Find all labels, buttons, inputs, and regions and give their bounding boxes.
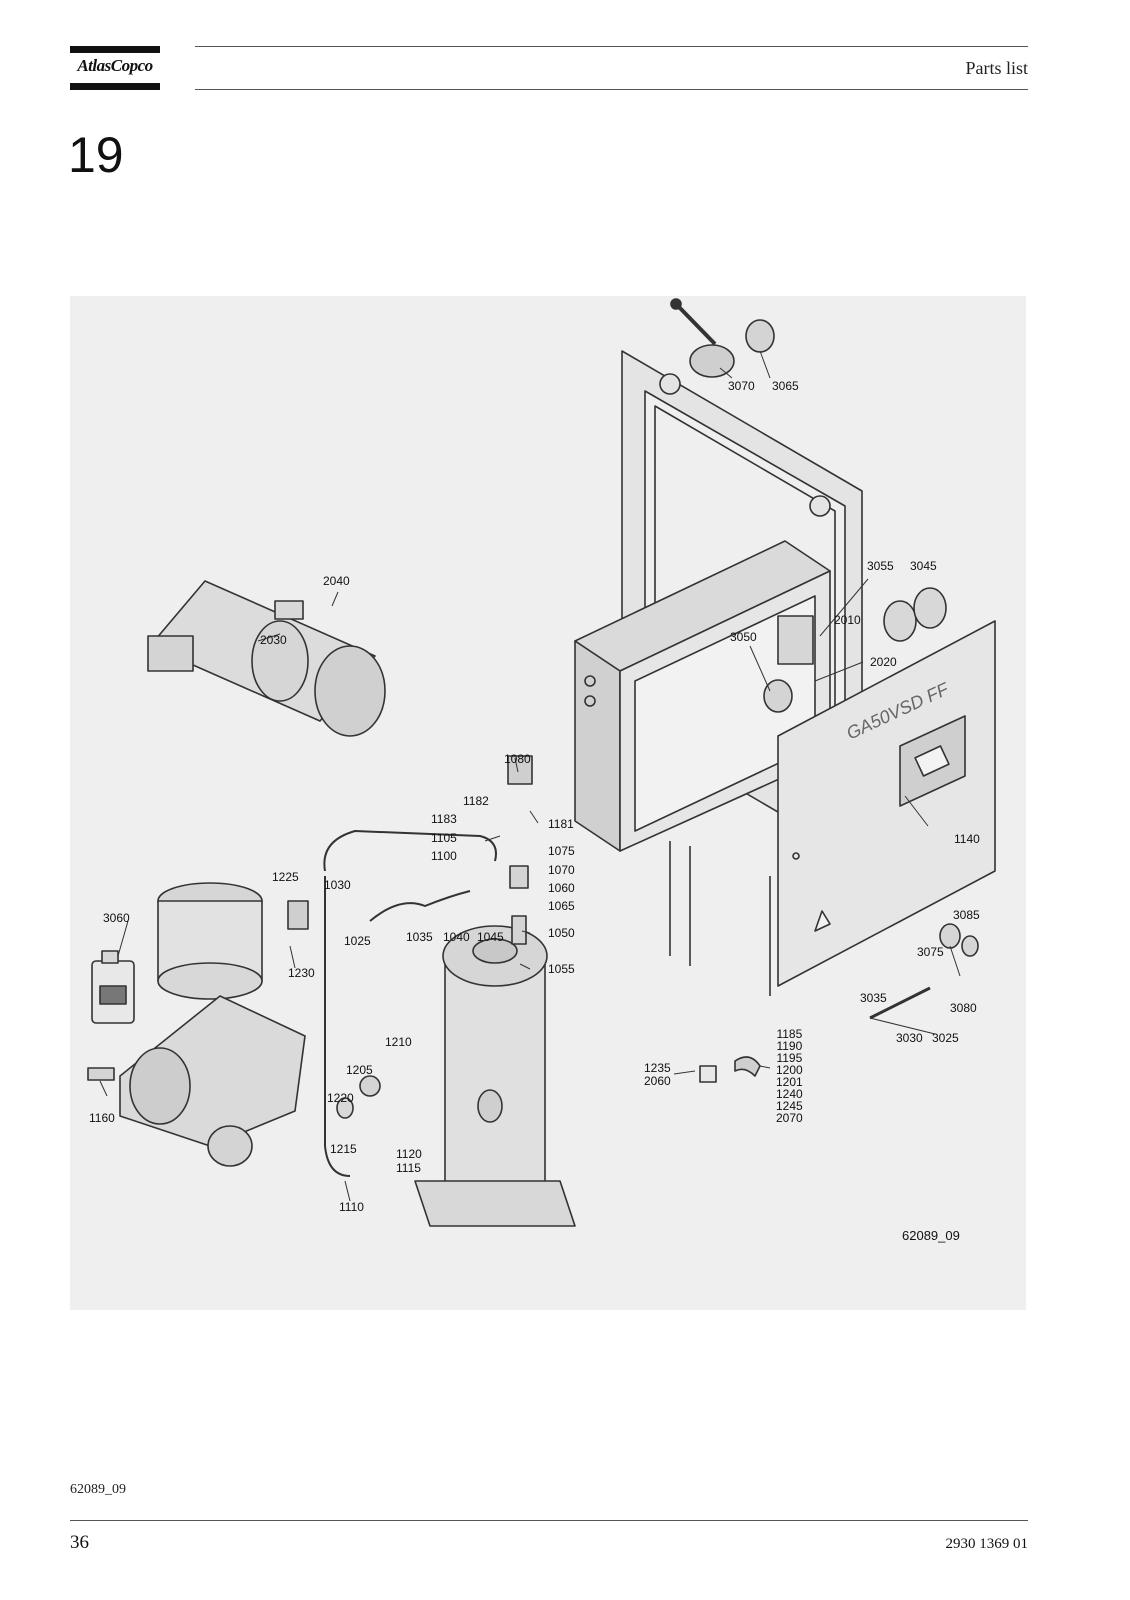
callout-3065: 3065 — [772, 379, 799, 393]
document-number: 2930 1369 01 — [945, 1536, 1029, 1552]
callout-1182: 1182 — [463, 794, 489, 808]
callout-1225: 1225 — [272, 870, 299, 884]
callout-3070: 3070 — [728, 379, 755, 393]
stack-callout-1200: 1200 — [776, 1063, 803, 1077]
callout-1120: 1120 — [396, 1147, 422, 1161]
callout-2040: 2040 — [323, 574, 350, 588]
footer-rule — [70, 1520, 1028, 1521]
callout-3035: 3035 — [860, 991, 887, 1005]
callout-1040: 1040 — [443, 930, 470, 944]
callout-1205: 1205 — [346, 1063, 373, 1077]
callout-3050: 3050 — [730, 630, 757, 644]
stack-callout-1201: 1201 — [776, 1075, 803, 1089]
footer-image-ref: 62089_09 — [70, 1482, 126, 1497]
header-title: Parts list — [965, 58, 1028, 78]
callout-1075: 1075 — [548, 844, 575, 858]
callout-3060: 3060 — [103, 911, 130, 925]
callout-1181: 1181 — [548, 817, 574, 831]
drawing-svg — [87, 298, 996, 1227]
stack-callout-1240: 1240 — [776, 1087, 803, 1101]
drawing-image-ref: 62089_09 — [902, 1228, 960, 1243]
callout-1115: 1115 — [396, 1161, 421, 1175]
callout-2020: 2020 — [870, 655, 897, 669]
callout-3055: 3055 — [867, 559, 894, 573]
callout-3075: 3075 — [917, 945, 944, 959]
callout-2010: 2010 — [834, 613, 861, 627]
callout-1045: 1045 — [477, 930, 504, 944]
callout-1025: 1025 — [344, 934, 371, 948]
callout-1070: 1070 — [548, 863, 575, 877]
callout-1183: 1183 — [431, 812, 457, 826]
callout-3045: 3045 — [910, 559, 937, 573]
logo-bar-bottom — [70, 83, 160, 90]
callout-1055: 1055 — [548, 962, 575, 976]
page-number: 36 — [70, 1532, 89, 1553]
callout-1065: 1065 — [548, 899, 575, 913]
section-number: 19 — [68, 127, 124, 183]
callout-2030: 2030 — [260, 633, 287, 647]
callout-1235: 1235 — [644, 1061, 671, 1075]
callout-1050: 1050 — [548, 926, 575, 940]
callout-1105: 1105 — [431, 831, 457, 845]
exploded-parts-drawing: 3070 3065 3055 3045 2010 2020 3050 2040 … — [70, 296, 1026, 1310]
stack-callout-2070: 2070 — [776, 1111, 803, 1125]
callout-3025: 3025 — [932, 1031, 959, 1045]
logo-bar-top — [70, 46, 160, 53]
callout-1035: 1035 — [406, 930, 433, 944]
callout-1100: 1100 — [431, 849, 457, 863]
callout-1030: 1030 — [324, 878, 351, 892]
stack-callout-1190: 1190 — [776, 1039, 803, 1053]
callout-1160: 1160 — [89, 1111, 115, 1125]
atlas-copco-logo: AtlasCopco — [70, 46, 160, 92]
callout-3080: 3080 — [950, 1001, 977, 1015]
callout-1210: 1210 — [385, 1035, 412, 1049]
stack-callout-1245: 1245 — [776, 1099, 803, 1113]
callout-1110: 1110 — [339, 1200, 364, 1214]
callout-1140: 1140 — [954, 832, 980, 846]
callout-1220: 1220 — [327, 1091, 354, 1105]
header-rule-bottom — [195, 89, 1028, 90]
logo-text: AtlasCopco — [77, 56, 153, 75]
callout-1080: 1080 — [504, 752, 531, 766]
callout-1230: 1230 — [288, 966, 315, 980]
callout-3085: 3085 — [953, 908, 980, 922]
callout-1215: 1215 — [330, 1142, 357, 1156]
stack-callout-1185: 1185 — [776, 1027, 803, 1041]
header-rule-top — [195, 46, 1028, 47]
stack-callout-1195: 1195 — [776, 1051, 803, 1065]
callout-3030: 3030 — [896, 1031, 923, 1045]
callout-1060: 1060 — [548, 881, 575, 895]
callout-2060: 2060 — [644, 1074, 671, 1088]
callout-stack-fasteners: 1185 1190 1195 1200 1201 1240 1245 2070 — [776, 1028, 803, 1124]
